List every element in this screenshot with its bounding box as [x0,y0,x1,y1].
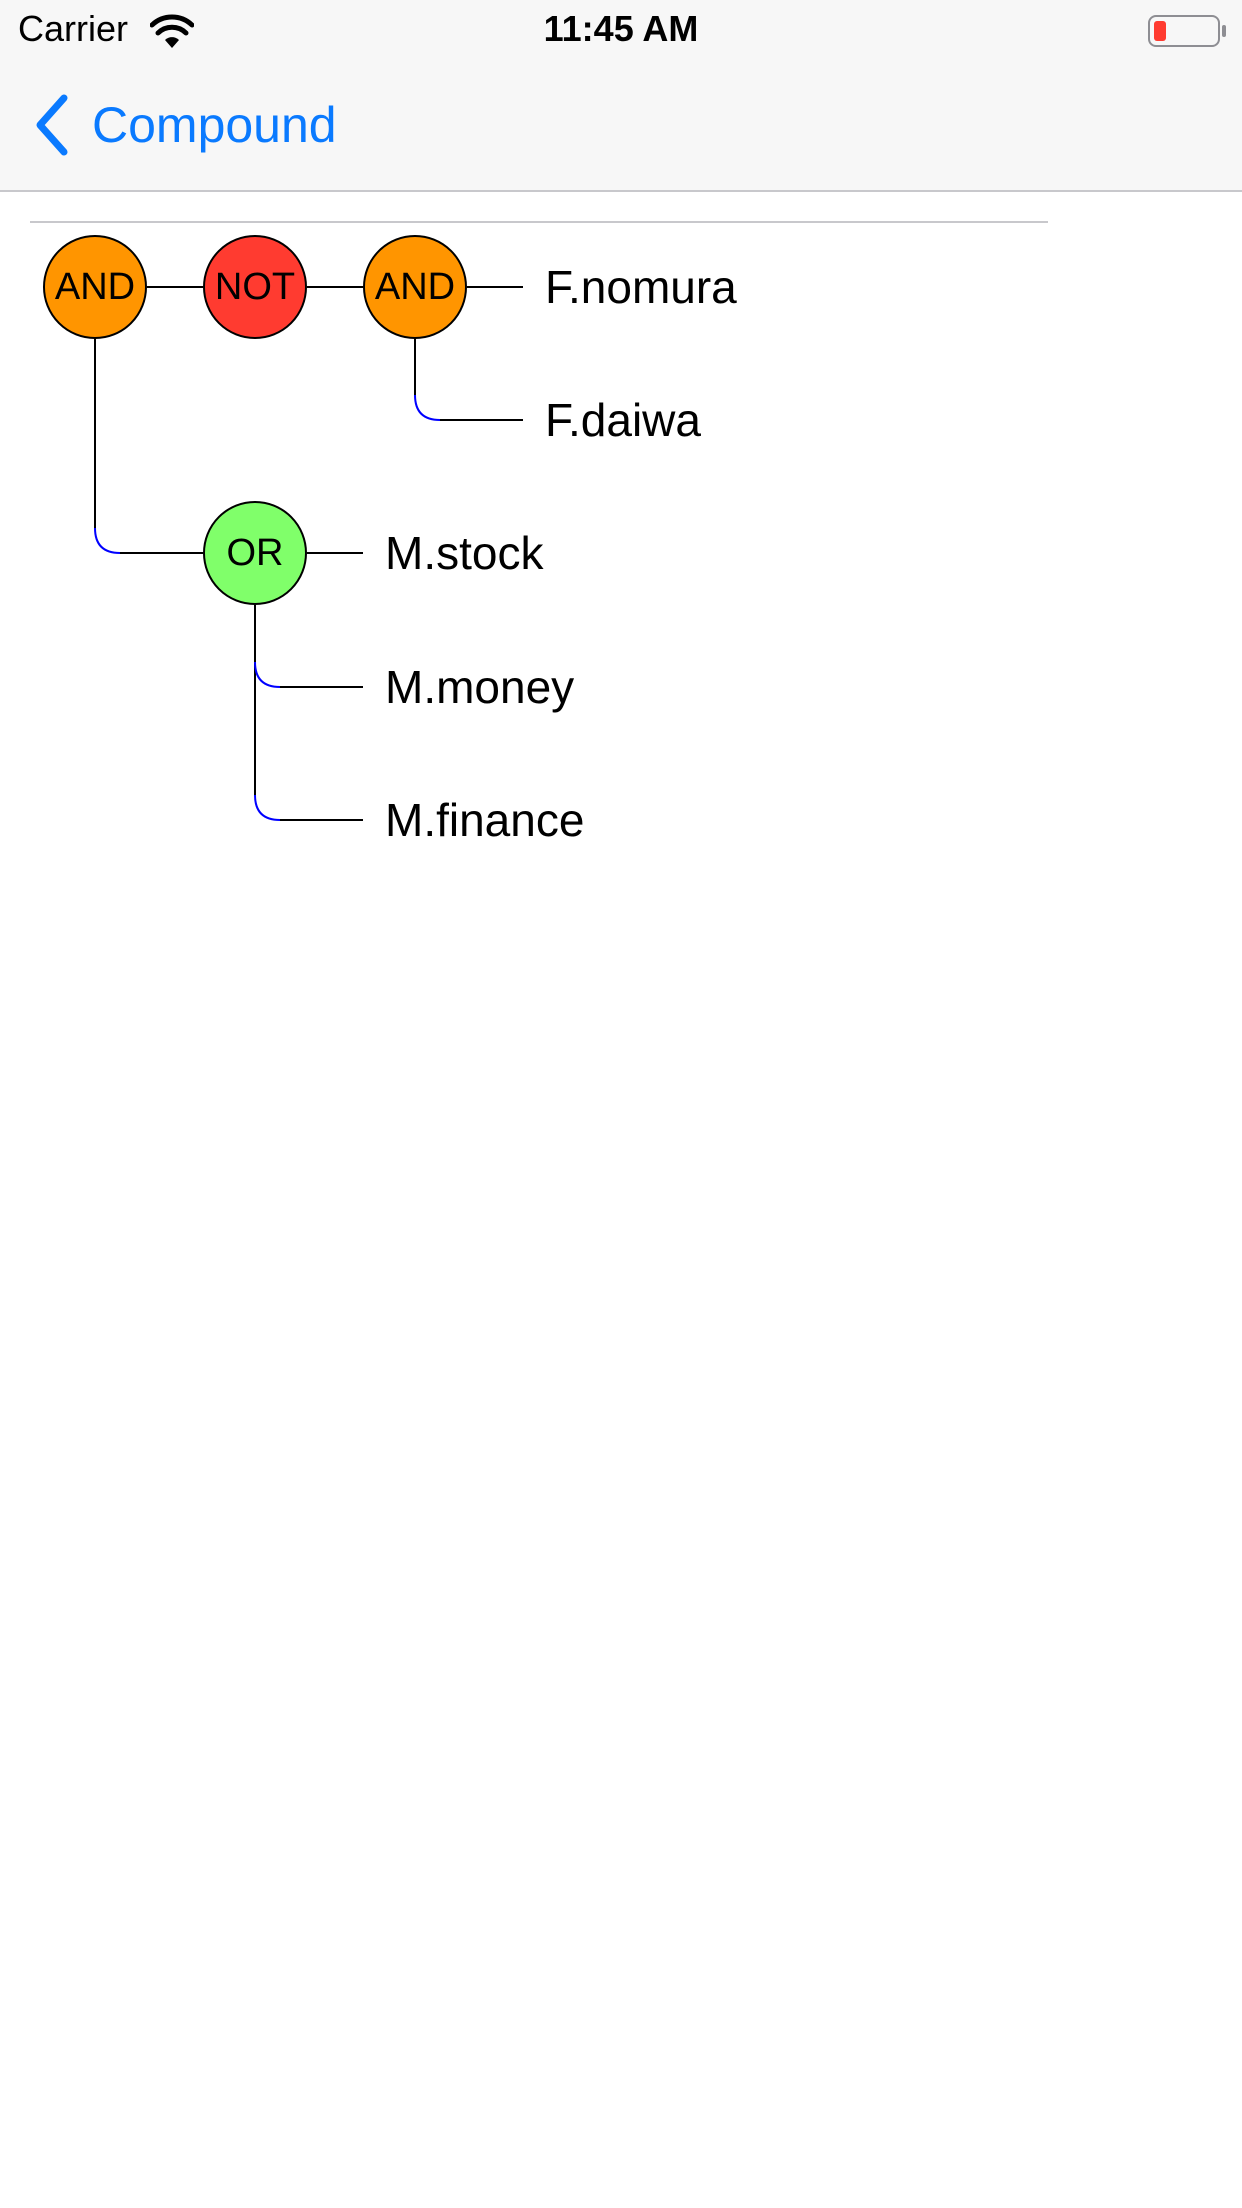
leaf-m-stock[interactable]: M.stock [385,527,544,579]
operator-node-and-root[interactable]: AND [43,235,147,339]
chevron-left-icon [36,94,68,156]
operator-node-or[interactable]: OR [203,501,307,605]
leaf-m-finance[interactable]: M.finance [385,794,585,846]
curve-finance [254,794,281,821]
operator-node-not[interactable]: NOT [203,235,307,339]
leaf-f-daiwa[interactable]: F.daiwa [545,394,701,446]
leaf-f-nomura[interactable]: F.nomura [545,261,737,313]
tree-connectors [30,221,1048,821]
battery-low-icon [1148,15,1226,47]
compound-tree: AND NOT AND OR F.nomura F.daiwa M.stock … [0,192,1242,1092]
curve-money [254,661,281,688]
status-bar: Carrier 11:45 AM [0,0,1242,60]
status-time: 11:45 AM [543,8,699,49]
navigation-bar: Compound [0,60,1242,192]
back-button-label: Compound [92,97,337,153]
wifi-icon [150,14,194,48]
carrier-label: Carrier [18,8,129,49]
back-button[interactable]: Compound [30,90,337,160]
curve-daiwa [414,394,441,421]
curve-or [94,527,121,554]
operator-node-and-inner[interactable]: AND [363,235,467,339]
leaf-m-money[interactable]: M.money [385,661,575,713]
